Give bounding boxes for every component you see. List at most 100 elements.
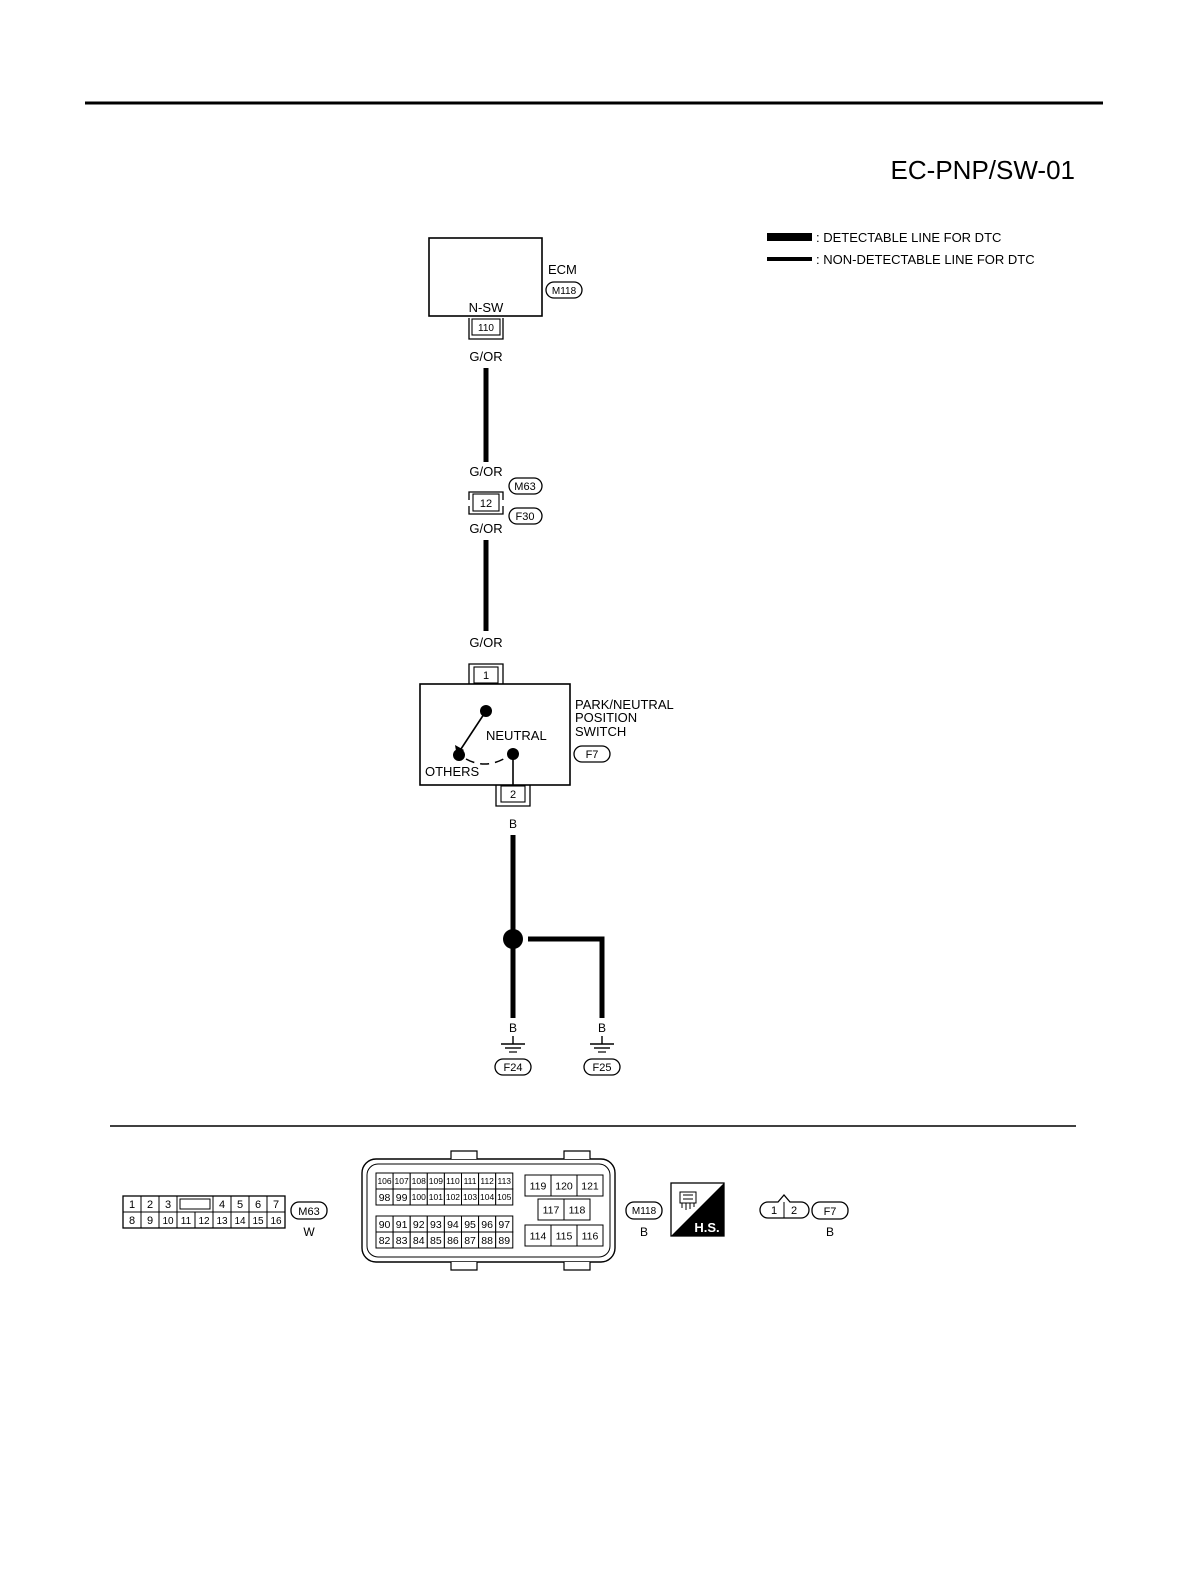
switch-terminal-2-box [500,785,526,803]
switch-terminal-1-number: 1 [483,670,489,682]
m63-pin: 16 [270,1216,282,1227]
switch-terminal-1-box [473,666,499,684]
m118-pin: 105 [497,1192,511,1202]
wire-color-label-5: B [509,817,517,831]
wire-color-label-1: G/OR [469,349,502,364]
connector-m63-face: 1 2 3 4 5 6 7 8 9 10 11 12 13 14 15 16 M… [122,1195,328,1239]
switch-neutral-label: NEUTRAL [486,728,547,743]
switch-name-line-1: PARK/NEUTRAL [575,697,674,712]
m63-pin: 2 [147,1199,153,1211]
legend-detectable-swatch [767,233,812,241]
m118-pin: 92 [413,1219,425,1231]
joint-connector-top-bracket [468,491,504,500]
m118-pin: 110 [446,1176,460,1186]
joint-terminal-number: 12 [480,498,492,510]
m63-pin: 1 [129,1199,135,1211]
m118-top-key-right [563,1150,591,1159]
m118-pin: 96 [481,1219,493,1231]
m118-pin-cell [576,1224,604,1247]
ground-f24: F24 [494,1036,532,1076]
joint-connector-top-badge [508,477,543,495]
joint-connector: 12 M63 F30 [468,477,543,525]
wire-color-label-6: B [509,1021,517,1035]
m63-pin: 7 [273,1199,279,1211]
m118-pin: 104 [480,1192,494,1202]
f7-color: B [826,1225,834,1239]
f7-body [759,1194,810,1219]
m118-pin: 100 [412,1192,426,1202]
m118-pin: 95 [464,1219,476,1231]
legend: : DETECTABLE LINE FOR DTC : NON-DETECTAB… [767,230,1035,267]
m118-bottom-key-right [563,1262,591,1271]
f7-pin: 2 [791,1205,797,1217]
m63-pin: 4 [219,1199,225,1211]
hs-label: H.S. [694,1220,719,1235]
f7-pin: 1 [771,1205,777,1217]
m118-pin-cell [563,1198,591,1221]
hs-symbol: H.S. [670,1182,725,1237]
switch-connector-id: F7 [586,749,599,761]
switch-box [419,683,571,786]
m118-pin: 97 [498,1219,510,1231]
switch-terminal-2-bracket [495,785,531,807]
m118-pin: 88 [481,1235,493,1247]
connector-f7-face: 1 2 F7 B [759,1194,849,1239]
m118-pin: 109 [429,1176,443,1186]
m118-pin: 119 [530,1180,547,1192]
ecm-terminal-bracket [468,318,504,340]
m118-pin: 117 [543,1204,560,1216]
connector-hand-icon [679,1191,697,1210]
park-neutral-switch: 1 NEUTRAL OTHERS PARK/NEUTRAL POSITION S… [419,663,674,807]
m118-bottom-key-left [450,1262,478,1271]
joint-terminal-box [472,493,500,512]
wire-color-label-4: G/OR [469,635,502,650]
m63-pin: 3 [165,1199,171,1211]
m118-id: M118 [632,1206,657,1217]
m118-outer-shell [361,1158,616,1263]
wire-color-label-2: G/OR [469,464,502,479]
m118-color: B [640,1225,648,1239]
m118-pin: 102 [446,1192,460,1202]
page-title: EC-PNP/SW-01 [891,155,1075,185]
switch-blade [458,710,487,753]
m118-pin: 86 [447,1235,459,1247]
f7-badge [811,1201,849,1220]
m118-pin: 83 [396,1235,408,1247]
ground-f25: F25 [583,1036,621,1076]
switch-terminal-1-bracket [468,663,504,684]
switch-neutral-link [465,756,508,765]
m118-pin: 113 [497,1176,511,1186]
ground-f25-id: F25 [593,1062,612,1074]
wire-color-label-3: G/OR [469,521,502,536]
m118-pin: 82 [379,1235,391,1247]
f7-id: F7 [824,1206,837,1218]
switch-others-contact [453,749,465,761]
ecm-terminal-number: 110 [478,323,494,334]
ecm-label: ECM [548,262,577,277]
joint-connector-bottom-bracket [468,506,504,515]
m118-pin: 89 [498,1235,510,1247]
m118-pin: 99 [396,1192,408,1204]
m118-pin: 111 [464,1176,477,1186]
ground-f25-badge [583,1058,621,1076]
switch-connector-badge [573,745,611,763]
m63-pin: 9 [147,1215,153,1227]
switch-others-label: OTHERS [425,764,480,779]
m63-pin: 12 [198,1216,210,1227]
hs-black-triangle [671,1183,724,1236]
m63-id: M63 [298,1206,319,1218]
m63-pin: 11 [181,1216,192,1227]
joint-connector-top-id: M63 [514,481,535,493]
m118-pin: 98 [379,1192,391,1204]
legend-non-detectable-swatch [767,257,812,261]
ecm-connector-id: M118 [552,286,577,297]
m63-pin: 10 [162,1216,174,1227]
switch-terminal-2-number: 2 [510,789,516,801]
switch-name-line-3: SWITCH [575,724,626,739]
m63-pin: 15 [252,1216,264,1227]
m63-color: W [303,1225,315,1239]
